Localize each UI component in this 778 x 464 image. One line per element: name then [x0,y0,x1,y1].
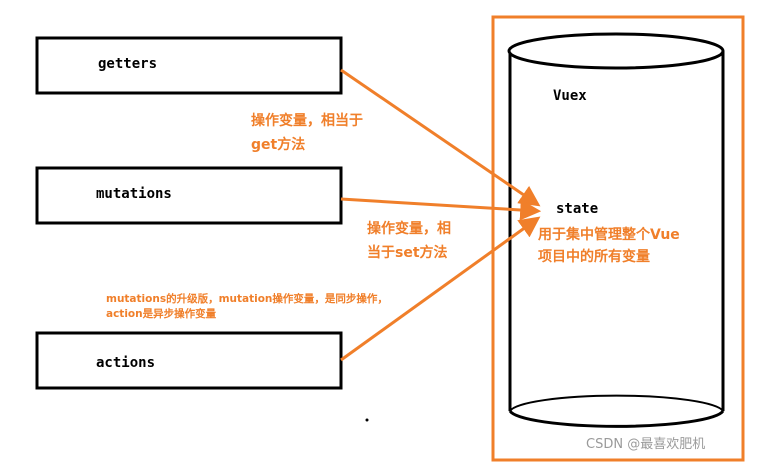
cylinder-body [508,51,725,411]
getters-arrow [340,68,541,207]
mutations-label: mutations [96,186,172,202]
actions-note-line1: mutations的升级版，mutation操作变量，是同步操作， [106,292,388,305]
store-description-line2: 项目中的所有变量 [538,248,650,265]
cylinder-bottom-back [509,394,724,412]
actions-label: actions [96,355,155,371]
mutations-box: mutations [35,166,343,225]
getters-note-line1: 操作变量，相当于 [251,112,363,129]
mutations-note-line1: 操作变量，相 [367,220,451,237]
actions-note-line2: action是异步操作变量 [106,307,217,320]
store-description-line1: 用于集中管理整个Vue [538,226,680,243]
getters-box: getters [35,36,343,95]
store-title: Vuex [553,88,587,104]
store-frame [491,15,745,462]
getters-label: getters [98,56,157,72]
cylinder-bottom [508,410,725,428]
store-cylinder [507,32,725,428]
mutations-arrow [340,197,542,221]
watermark: CSDN @最喜欢肥机 [586,437,705,452]
cylinder-top [507,32,725,70]
actions-arrow [340,216,541,362]
getters-note-line2: get方法 [251,136,305,153]
state-label: state [556,201,598,217]
actions-box: actions [35,331,343,390]
mutations-note-line2: 当于set方法 [367,244,448,261]
stray-dot [365,418,369,422]
